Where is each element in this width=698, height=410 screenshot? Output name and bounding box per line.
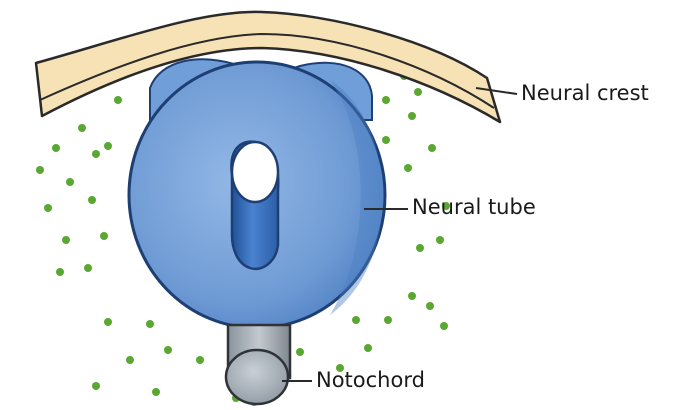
mesenchyme-cell <box>408 292 416 300</box>
mesenchyme-cell <box>126 356 134 364</box>
mesenchyme-cell <box>36 166 44 174</box>
mesenchyme-cell <box>104 142 112 150</box>
mesenchyme-cell <box>92 382 100 390</box>
mesenchyme-cell <box>404 164 412 172</box>
mesenchyme-cell <box>78 124 86 132</box>
mesenchyme-cell <box>426 302 434 310</box>
mesenchyme-cell <box>364 344 372 352</box>
notochord-label: Notochord <box>316 370 425 391</box>
mesenchyme-cell <box>414 88 422 96</box>
mesenchyme-cell <box>66 178 74 186</box>
neural-tube-canal-opening <box>232 142 278 202</box>
mesenchyme-cell <box>84 264 92 272</box>
mesenchyme-cell <box>56 268 64 276</box>
mesenchyme-cell <box>428 144 436 152</box>
mesenchyme-cell <box>196 356 204 364</box>
neural-crest-label: Neural crest <box>521 83 649 104</box>
mesenchyme-cell <box>92 150 100 158</box>
neural-tube-label: Neural tube <box>412 197 536 218</box>
mesenchyme-cell <box>408 112 416 120</box>
mesenchyme-cell <box>62 236 70 244</box>
mesenchyme-cell <box>100 232 108 240</box>
mesenchyme-cell <box>88 196 96 204</box>
mesenchyme-cell <box>152 388 160 396</box>
mesenchyme-cell <box>440 322 448 330</box>
mesenchyme-cell <box>52 144 60 152</box>
mesenchyme-cell <box>146 320 154 328</box>
mesenchyme-cell <box>352 316 360 324</box>
mesenchyme-cell <box>436 236 444 244</box>
mesenchyme-cell <box>164 346 172 354</box>
mesenchyme-cell <box>104 318 112 326</box>
mesenchyme-cell <box>114 96 122 104</box>
mesenchyme-cell <box>296 348 304 356</box>
mesenchyme-cell <box>384 316 392 324</box>
mesenchyme-cell <box>382 96 390 104</box>
mesenchyme-cell <box>382 136 390 144</box>
mesenchyme-cell <box>44 204 52 212</box>
notochord <box>226 350 288 404</box>
mesenchyme-cell <box>416 244 424 252</box>
